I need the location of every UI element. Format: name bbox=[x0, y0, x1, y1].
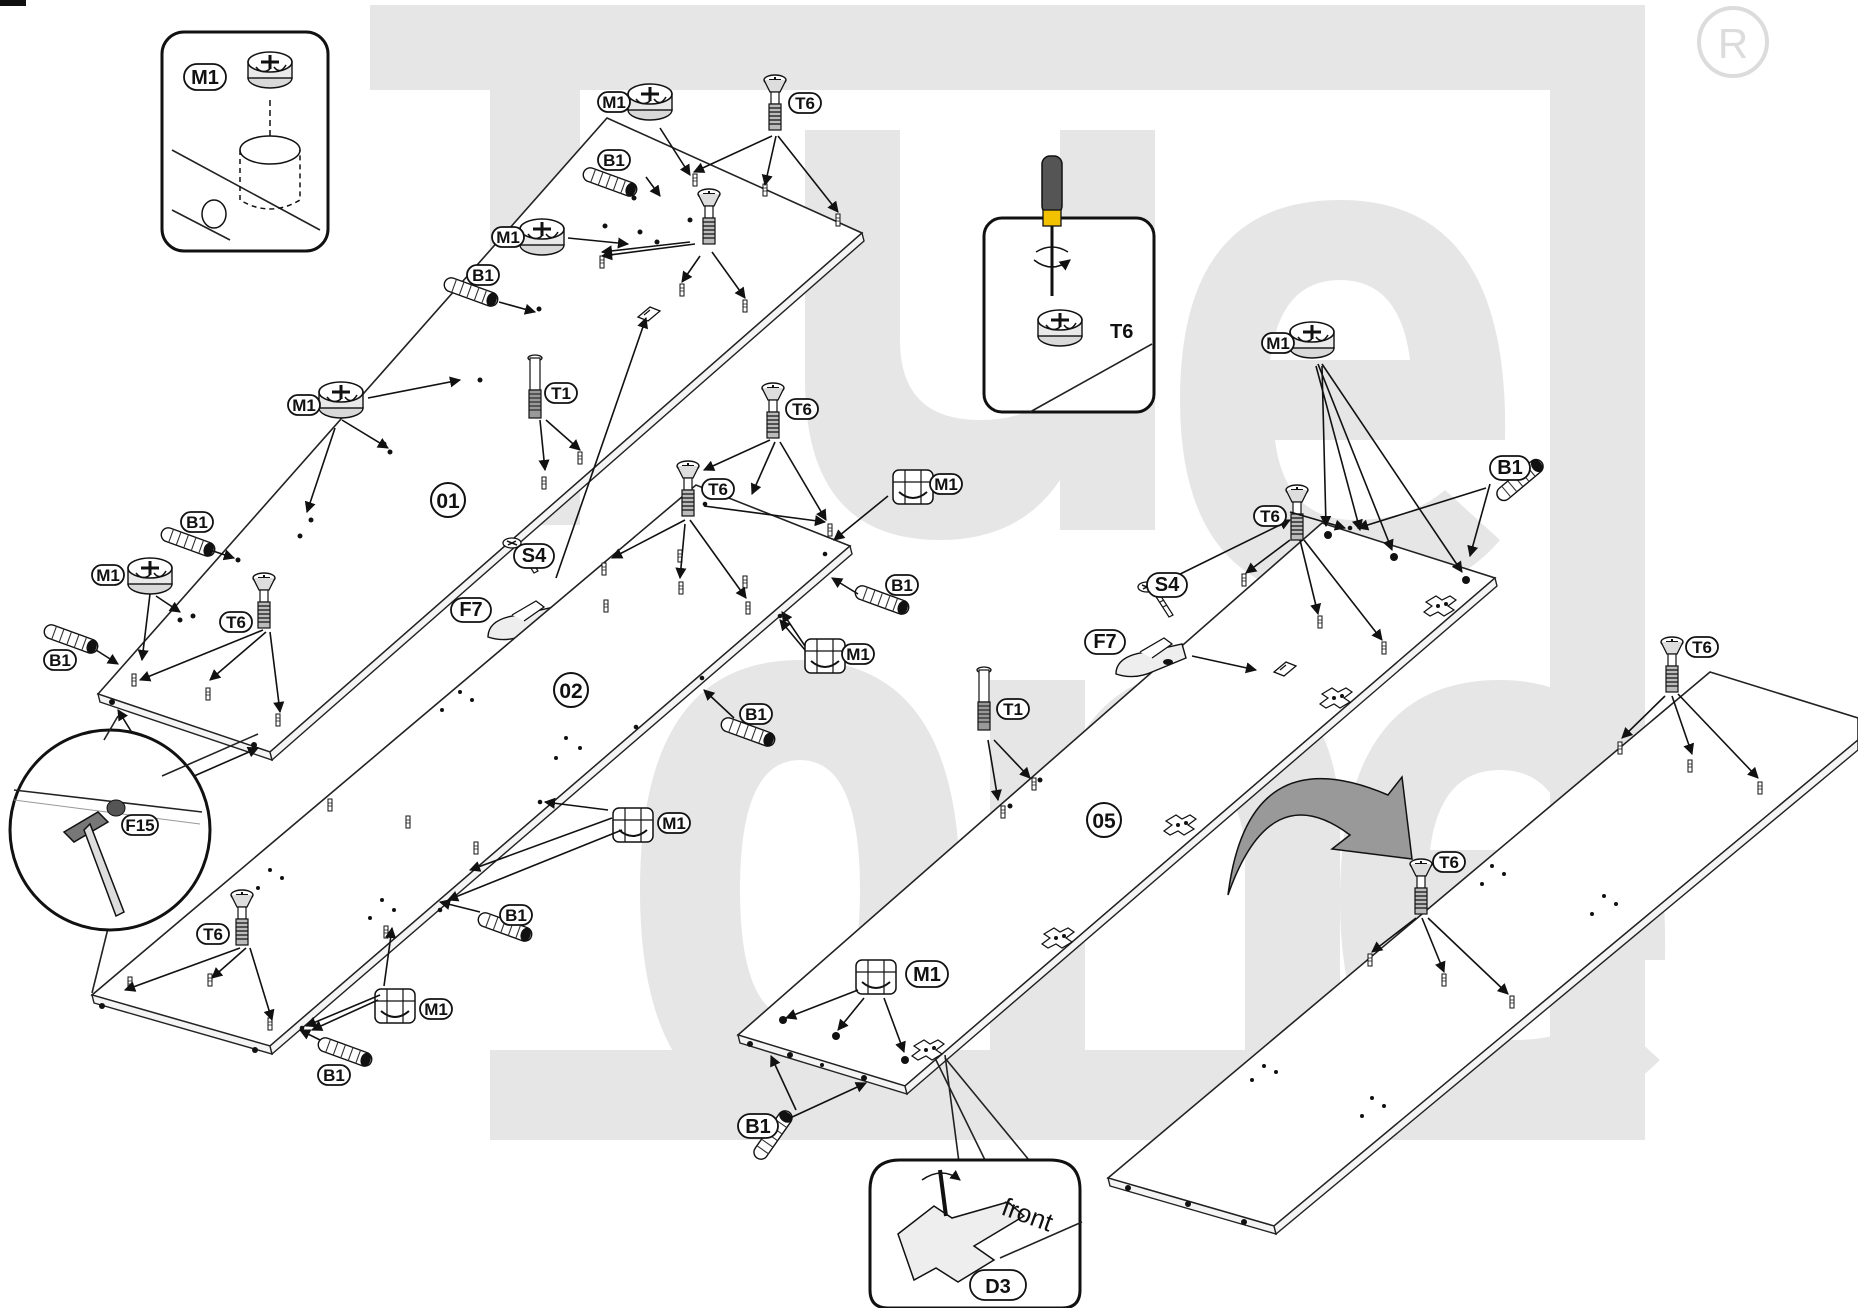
tag-b1: B1 bbox=[186, 513, 208, 532]
tag-b1: B1 bbox=[472, 266, 494, 285]
tag-t6: T6 bbox=[226, 613, 246, 632]
panel-step-02 bbox=[90, 382, 934, 1069]
tag-t6: T6 bbox=[708, 480, 728, 499]
panel-flipped bbox=[1106, 636, 1858, 1236]
tag-m1: M1 bbox=[1266, 334, 1290, 353]
step-05-label: 05 bbox=[1092, 810, 1116, 833]
tag-f7: F7 bbox=[1093, 631, 1116, 653]
tag-m1: M1 bbox=[934, 475, 958, 494]
tag-m1: M1 bbox=[846, 645, 870, 664]
flip-arrow-icon bbox=[1227, 775, 1413, 896]
inset-hammer-detail bbox=[8, 715, 259, 932]
panel-step-01 bbox=[41, 74, 865, 781]
tag-t6: T6 bbox=[203, 925, 223, 944]
inset-hinge-detail: front D3 bbox=[868, 1158, 1083, 1308]
part-tags: M1 T6 B1 M1 B1 T1 M1 B1 M1 T6 B1 S4 F7 F… bbox=[43, 91, 1719, 1139]
tag-t1: T1 bbox=[551, 384, 571, 403]
tag-m1: M1 bbox=[292, 396, 316, 415]
tag-t6: T6 bbox=[1439, 853, 1459, 872]
tag-b1: B1 bbox=[49, 651, 71, 670]
registered-mark-text: R bbox=[1718, 20, 1748, 67]
tag-m1: M1 bbox=[913, 964, 941, 986]
tag-b1: B1 bbox=[891, 576, 913, 595]
tag-s4: S4 bbox=[1155, 574, 1180, 596]
inset-screwdriver-detail: T6 bbox=[982, 155, 1156, 414]
inset-t6-label: T6 bbox=[1110, 321, 1133, 343]
tag-t6: T6 bbox=[1260, 507, 1280, 526]
tag-t6: T6 bbox=[792, 400, 812, 419]
panel-step-05 bbox=[736, 320, 1547, 1223]
tag-t6: T6 bbox=[1692, 638, 1712, 657]
corner-mark bbox=[0, 0, 26, 6]
registered-mark bbox=[1697, 6, 1769, 78]
tag-m1: M1 bbox=[602, 93, 626, 112]
tag-f7: F7 bbox=[459, 599, 482, 621]
inset-cam-detail: M1 bbox=[160, 30, 330, 253]
step-02-label: 02 bbox=[559, 680, 582, 703]
tag-b1: B1 bbox=[745, 1116, 771, 1138]
inset-d3-label: D3 bbox=[985, 1276, 1011, 1298]
tag-m1: M1 bbox=[662, 814, 686, 833]
tag-t6: T6 bbox=[795, 94, 815, 113]
tag-m1: M1 bbox=[424, 1000, 448, 1019]
tag-b1: B1 bbox=[1497, 457, 1523, 479]
tag-b1: B1 bbox=[745, 705, 767, 724]
tag-b1: B1 bbox=[505, 906, 527, 925]
tag-m1: M1 bbox=[496, 228, 520, 247]
tag-s4: S4 bbox=[522, 545, 547, 567]
tag-b1: B1 bbox=[603, 151, 625, 170]
tag-t1: T1 bbox=[1003, 700, 1023, 719]
step-labels: 01 02 05 bbox=[430, 482, 1122, 838]
tag-b1: B1 bbox=[323, 1066, 345, 1085]
step-01-label: 01 bbox=[436, 490, 460, 513]
tag-m1: M1 bbox=[96, 566, 120, 585]
inset-m1-label: M1 bbox=[191, 67, 219, 89]
tag-f15: F15 bbox=[125, 816, 154, 835]
